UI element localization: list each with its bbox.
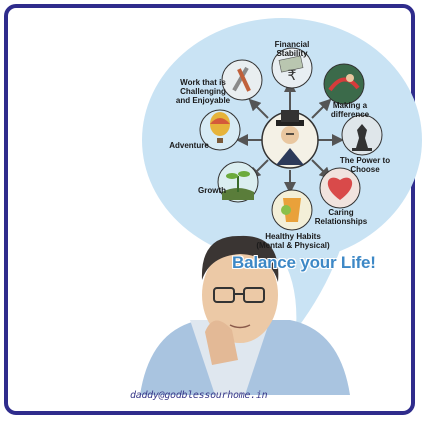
label-power-to-choose: The Power to Choose — [339, 156, 391, 174]
thinking-man-portrait — [140, 235, 350, 395]
helping-hands-icon — [323, 63, 365, 105]
label-adventure: Adventure — [169, 141, 209, 150]
label-caring-relationships: Caring Relationships — [314, 208, 368, 226]
man-in-hat-icon — [261, 110, 319, 169]
email-credit: daddy@godblessourhome.in — [130, 390, 268, 401]
label-making-a-difference: Making a difference — [330, 101, 370, 119]
hot-air-balloon-icon — [199, 109, 241, 151]
label-financial-stability: Financial Stability — [274, 40, 310, 58]
rupee-money-icon: ₹ — [271, 47, 313, 89]
label-work: Work that is Challenging and Enjoyable — [175, 78, 231, 105]
heart-icon — [319, 167, 361, 209]
balance-your-life-title: Balance your Life! — [232, 253, 376, 272]
juice-drink-icon — [271, 189, 313, 231]
label-growth: Growth — [198, 186, 226, 195]
svg-text:₹: ₹ — [288, 68, 297, 84]
label-healthy-habits: Healthy Habits (Mental & Physical) — [256, 232, 330, 250]
sprout-icon — [217, 161, 259, 203]
chess-icon — [341, 114, 383, 156]
tools-icon — [221, 59, 263, 101]
